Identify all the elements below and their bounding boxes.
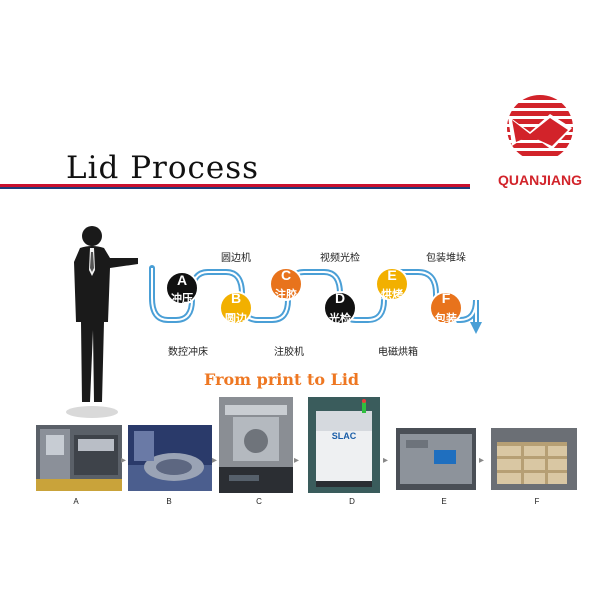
- step-d-label: 视频光检: [320, 253, 360, 264]
- step-circle-b: B: [219, 290, 253, 325]
- photo-letter-f: F: [534, 497, 540, 506]
- photo-c-glue-machine: [219, 397, 293, 493]
- photo-d-optical-inspection: SLAC: [308, 397, 380, 493]
- photo-b-curling-machine: [128, 425, 212, 491]
- flow-line: [149, 265, 479, 327]
- step-circle-e: E: [375, 267, 409, 301]
- presenter-silhouette-icon: [66, 226, 138, 418]
- arrow-right-icon: ▸: [121, 455, 127, 466]
- step-b-name: 圆边: [225, 312, 247, 325]
- slide-title: Lid Process: [66, 150, 260, 186]
- flow-arrowhead: [470, 322, 482, 334]
- machine-label: SLAC: [332, 431, 357, 441]
- step-d-name: 光检: [329, 312, 351, 325]
- arrow-right-icon: ▸: [212, 455, 218, 466]
- title-rule-blue: [0, 187, 470, 189]
- svg-text:F: F: [442, 290, 451, 306]
- brand-name: QUANJIANG: [497, 172, 582, 188]
- photo-e-oven: [396, 428, 476, 490]
- step-circle-f: F: [429, 290, 463, 325]
- svg-text:C: C: [281, 267, 291, 283]
- step-a-name: 冲压: [171, 292, 193, 305]
- slide-subtitle: From print to Lid: [204, 370, 360, 389]
- photo-a-stamping-press: [36, 425, 122, 491]
- photo-letter-e: E: [441, 497, 447, 506]
- svg-text:A: A: [177, 272, 187, 288]
- step-circle-d: D: [323, 290, 357, 325]
- step-circle-c: C: [269, 267, 303, 301]
- svg-text:D: D: [335, 290, 345, 306]
- step-circle-a: A: [165, 271, 199, 305]
- photo-letter-d: D: [349, 497, 355, 506]
- photo-letter-b: B: [166, 497, 172, 506]
- arrow-right-icon: ▸: [479, 455, 485, 466]
- arrow-right-icon: ▸: [294, 455, 300, 466]
- step-e-name: 烘烤: [381, 288, 403, 301]
- photo-letter-a: A: [73, 497, 79, 506]
- step-c-name: 注胶: [275, 288, 297, 301]
- quanjiang-logo-icon: [507, 95, 573, 156]
- svg-text:E: E: [387, 267, 396, 283]
- step-a-label: 数控冲床: [168, 347, 208, 358]
- svg-text:B: B: [231, 290, 241, 306]
- arrow-right-icon: ▸: [383, 455, 389, 466]
- step-b-label: 圆边机: [221, 253, 251, 264]
- step-e-label: 电磁烘箱: [378, 347, 418, 358]
- photo-letter-c: C: [256, 497, 262, 506]
- step-f-name: 包装: [435, 312, 457, 325]
- process-flow-diagram: A B C D E F: [149, 265, 482, 334]
- step-f-label: 包装堆垛: [426, 253, 466, 264]
- step-c-label: 注胶机: [274, 347, 304, 358]
- title-rule-red: [0, 184, 470, 187]
- photo-f-packaging: [491, 428, 577, 490]
